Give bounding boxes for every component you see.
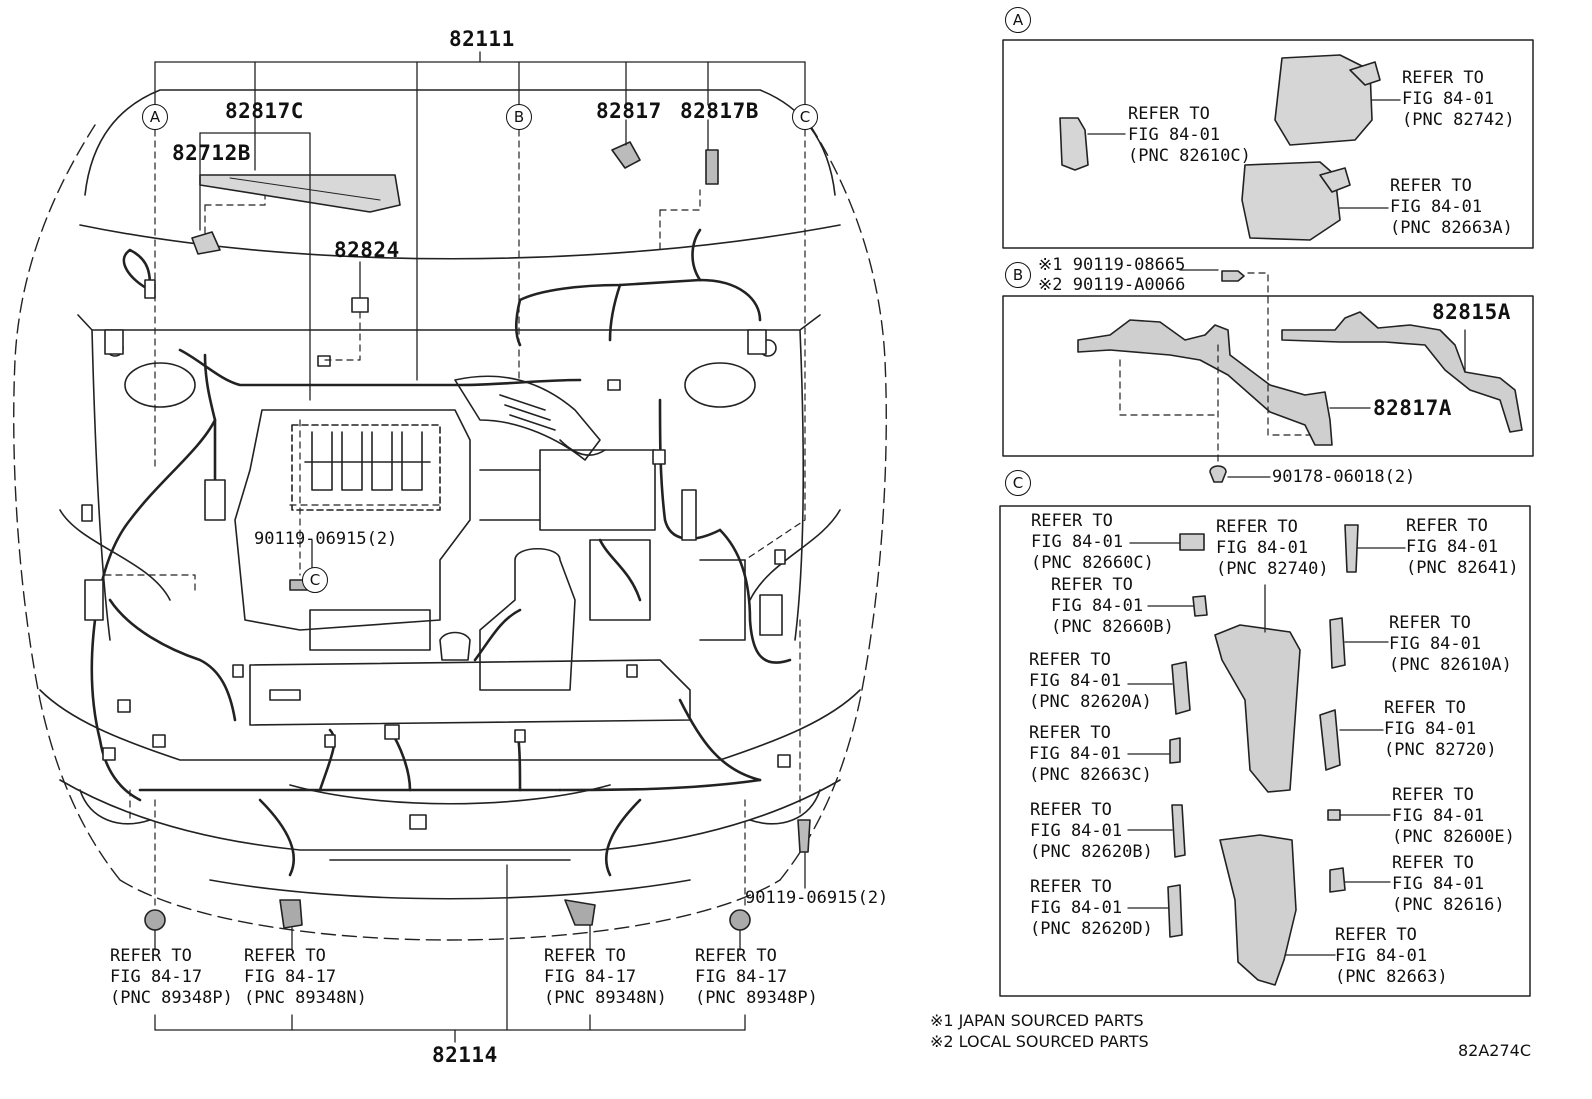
marker-a: A — [142, 104, 168, 130]
hood-panel — [84, 89, 836, 196]
detail-c-parts — [1167, 524, 1359, 986]
label-82817: 82817 — [596, 99, 662, 123]
footnote-japan-sourced: ※1 JAPAN SOURCED PARTS — [930, 1011, 1144, 1030]
label-82111: 82111 — [449, 27, 515, 51]
label-82817A: 82817A — [1373, 396, 1452, 420]
label-82817C: 82817C — [225, 99, 304, 123]
footnote-local-sourced: ※2 LOCAL SOURCED PARTS — [930, 1032, 1149, 1051]
detail-a-marker: A — [1005, 7, 1031, 33]
radiator-support — [249, 659, 691, 726]
leader-82817C — [199, 132, 311, 401]
leader-82114 — [154, 864, 746, 1043]
part-82712B-grommet — [191, 231, 221, 255]
detail-b-bolt-2: ※2 90119-A0066 — [1038, 275, 1186, 295]
detail-c-marker: C — [1005, 470, 1031, 496]
label-82824: 82824 — [334, 238, 400, 262]
hood-outline — [13, 124, 887, 941]
label-82817B: 82817B — [680, 99, 759, 123]
right-strut-tower — [684, 362, 756, 408]
detail-a-parts — [1059, 54, 1381, 241]
detail-a-leaders — [1087, 99, 1401, 209]
detail-c-leaders — [1127, 542, 1406, 956]
cowl-line — [79, 224, 841, 260]
label-bolt-top: 90119-06915(2) — [254, 529, 398, 549]
label-clip-90178: 90178-06018(2) — [1272, 467, 1416, 487]
label-82712B: 82712B — [172, 141, 251, 165]
detail-b-parts — [1077, 270, 1523, 483]
label-bolt-bottom: 90119-06915(2) — [745, 888, 889, 908]
detail-b-marker: B — [1005, 262, 1031, 288]
air-intake-duct — [454, 375, 606, 461]
part-82817B-clamp — [705, 149, 719, 185]
engine-cover — [234, 409, 471, 631]
label-82815A: 82815A — [1432, 300, 1511, 324]
detail-box-a — [1002, 39, 1534, 249]
harness-connectors — [81, 279, 791, 830]
marker-c: C — [792, 104, 818, 130]
detail-b-leaders — [1119, 272, 1311, 463]
battery-box — [539, 449, 656, 531]
bolt-90119-06915-bottom — [797, 819, 811, 853]
part-82817C-clamp — [199, 174, 401, 213]
part-82817-clamp — [611, 141, 641, 169]
leader-82111 — [154, 51, 806, 381]
bottom-clips — [144, 899, 751, 931]
detail-box-c — [999, 505, 1531, 997]
marker-b: B — [506, 104, 532, 130]
detail-b-bolt-1: ※1 90119-08665 — [1038, 255, 1186, 275]
diagram-code: 82A274C — [1458, 1041, 1532, 1060]
label-82114: 82114 — [432, 1043, 498, 1067]
detail-b-leaders-solid — [1179, 269, 1466, 478]
detail-box-b — [1002, 295, 1534, 457]
marker-c-bolt: C — [302, 567, 328, 593]
engine-wire-harness — [90, 228, 792, 877]
leader-dashed — [104, 129, 806, 911]
coolant-reservoir — [479, 548, 576, 691]
body-contours — [39, 314, 861, 900]
left-strut-tower — [124, 362, 196, 408]
part-82824-clip — [351, 297, 369, 313]
